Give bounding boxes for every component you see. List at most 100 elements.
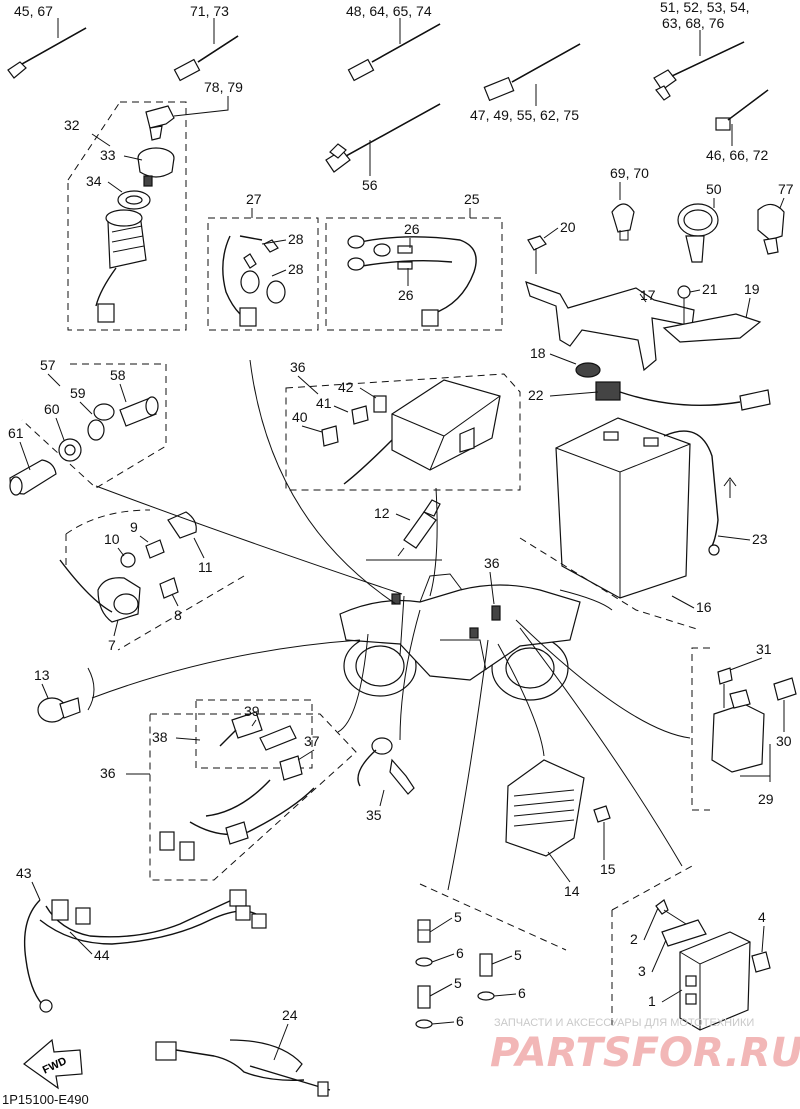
callout-38: 38 bbox=[152, 729, 168, 745]
main-switch-cap bbox=[137, 147, 175, 187]
cable-tie-47-49-55-62-75 bbox=[483, 43, 581, 102]
callout-6-b: 6 bbox=[518, 985, 526, 1001]
callout-5-c: 5 bbox=[454, 975, 462, 991]
callout-56: 56 bbox=[362, 177, 378, 193]
wire-harness-43-44 bbox=[23, 889, 267, 1013]
callout-25: 25 bbox=[464, 191, 480, 207]
callout-labels: 45, 67 71, 73 48, 64, 65, 74 51, 52, 53,… bbox=[8, 0, 794, 1029]
cable-tie-56 bbox=[325, 103, 441, 173]
cable-tie-46-66-72 bbox=[715, 89, 769, 131]
callout-14: 14 bbox=[564, 883, 580, 899]
callout-32: 32 bbox=[64, 117, 80, 133]
sensor-12 bbox=[366, 499, 442, 561]
callout-26-b: 26 bbox=[398, 287, 414, 303]
sensor-35 bbox=[357, 737, 415, 795]
callout-29: 29 bbox=[758, 791, 774, 807]
callout-15: 15 bbox=[600, 861, 616, 877]
callout-23: 23 bbox=[752, 531, 768, 547]
callout-36-c: 36 bbox=[100, 765, 116, 781]
callout-6-c: 6 bbox=[456, 1013, 464, 1029]
cable-tie-51-54-63-68-76 bbox=[653, 41, 745, 101]
wire-lead-36-group bbox=[149, 699, 357, 881]
callout-21: 21 bbox=[702, 281, 718, 297]
callout-36-a: 36 bbox=[290, 359, 306, 375]
washer-6-a bbox=[415, 957, 433, 967]
cable-tie-71-73 bbox=[173, 35, 239, 82]
callout-34: 34 bbox=[86, 173, 102, 189]
bracket-17 bbox=[525, 281, 762, 372]
grip-61 bbox=[9, 459, 57, 496]
battery-16 bbox=[555, 417, 691, 599]
callout-28-b: 28 bbox=[288, 261, 304, 277]
callout-27: 27 bbox=[246, 191, 262, 207]
bolt-20 bbox=[527, 235, 547, 274]
callout-7: 7 bbox=[108, 637, 116, 653]
battery-group-outline bbox=[519, 537, 701, 631]
callout-20: 20 bbox=[560, 219, 576, 235]
callout-41: 41 bbox=[316, 395, 332, 411]
callout-17: 17 bbox=[640, 287, 656, 303]
callout-30: 30 bbox=[776, 733, 792, 749]
callout-4: 4 bbox=[758, 909, 766, 925]
callout-22: 22 bbox=[528, 387, 544, 403]
callout-leaders bbox=[19, 18, 785, 1061]
watermark-line1: ЗАПЧАСТИ И АКСЕССУАРЫ ДЛЯ МОТОТЕХНИКИ bbox=[494, 1017, 754, 1029]
callout-28-a: 28 bbox=[288, 231, 304, 247]
callout-1: 1 bbox=[648, 993, 656, 1009]
fwd-arrow: FWD bbox=[23, 1038, 83, 1090]
washer-6-b bbox=[477, 991, 495, 1001]
callout-6-a: 6 bbox=[456, 945, 464, 961]
cable-tie-45-67 bbox=[7, 27, 87, 79]
callout-78-79: 78, 79 bbox=[204, 79, 243, 95]
watermark-line2: PARTSFOR.RU bbox=[490, 1030, 800, 1076]
callout-77: 77 bbox=[778, 181, 794, 197]
callout-18: 18 bbox=[530, 345, 546, 361]
cdi-unit-group bbox=[611, 865, 771, 1031]
plugs-group-outline bbox=[419, 883, 567, 951]
callout-71-73: 71, 73 bbox=[190, 3, 229, 19]
battery-lead-22 bbox=[595, 381, 771, 411]
main-switch-group-box bbox=[67, 101, 187, 331]
main-switch-body bbox=[95, 209, 147, 323]
callout-44: 44 bbox=[94, 947, 110, 963]
callout-43: 43 bbox=[16, 865, 32, 881]
callout-37: 37 bbox=[304, 733, 320, 749]
cap-59 bbox=[87, 403, 115, 441]
callout-5-b: 5 bbox=[514, 947, 522, 963]
fuse-box-group bbox=[285, 373, 521, 491]
callout-13: 13 bbox=[34, 667, 50, 683]
callout-39: 39 bbox=[244, 703, 260, 719]
rectifier-regulator-14 bbox=[505, 759, 611, 857]
callout-12: 12 bbox=[374, 505, 390, 521]
callout-24: 24 bbox=[282, 1007, 298, 1023]
atv-illustration bbox=[339, 573, 581, 701]
battery-lead-23 bbox=[663, 430, 737, 556]
clip-69-70 bbox=[611, 203, 635, 241]
main-switch-nut bbox=[117, 190, 151, 210]
callout-16: 16 bbox=[696, 599, 712, 615]
sub-lead-27-box bbox=[207, 217, 319, 331]
callout-59: 59 bbox=[70, 385, 86, 401]
plug-5-b bbox=[479, 953, 493, 977]
grommet-18 bbox=[575, 362, 601, 378]
main-switch-key bbox=[145, 105, 175, 141]
callout-69-70: 69, 70 bbox=[610, 165, 649, 181]
callout-10: 10 bbox=[104, 531, 120, 547]
socket-58 bbox=[119, 396, 159, 427]
callout-63-68-76: 63, 68, 76 bbox=[662, 15, 724, 31]
callout-48-64-65-74: 48, 64, 65, 74 bbox=[346, 3, 432, 19]
plug-5-a bbox=[417, 919, 431, 943]
socket-group-box bbox=[21, 363, 167, 489]
callout-47-49-55-62-75: 47, 49, 55, 62, 75 bbox=[470, 107, 579, 123]
sensor-13 bbox=[37, 667, 95, 723]
band-50 bbox=[677, 203, 719, 263]
callout-8: 8 bbox=[174, 607, 182, 623]
plug-5-c bbox=[417, 985, 431, 1009]
callout-45-67: 45, 67 bbox=[14, 3, 53, 19]
callout-61: 61 bbox=[8, 425, 24, 441]
callout-36-b: 36 bbox=[484, 555, 500, 571]
callout-46-66-72: 46, 66, 72 bbox=[706, 147, 768, 163]
callout-42: 42 bbox=[338, 379, 354, 395]
callout-26-a: 26 bbox=[404, 221, 420, 237]
